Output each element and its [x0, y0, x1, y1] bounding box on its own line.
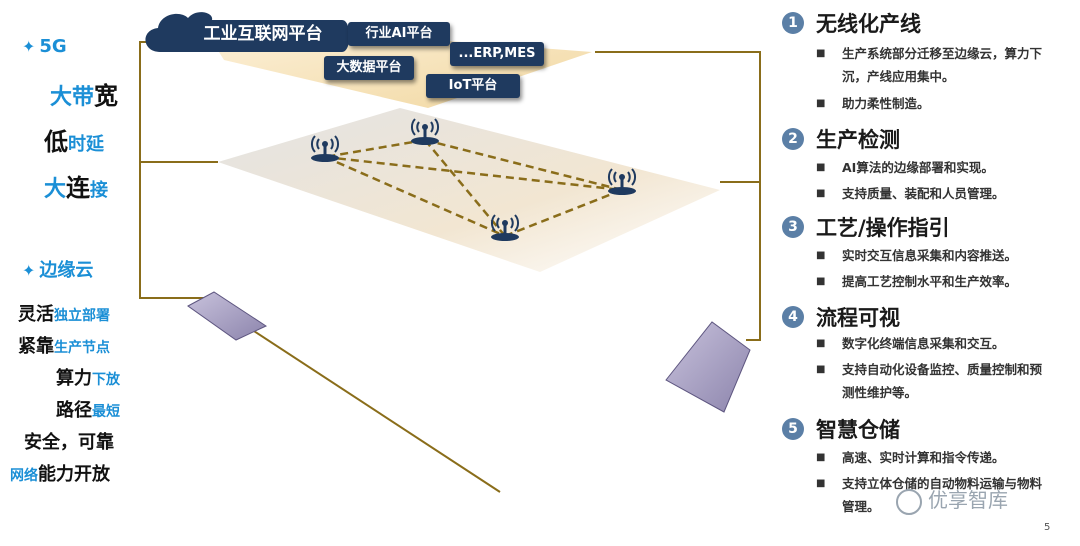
bullet-item: ■支持立体仓储的自动物料运输与物料管理。 [816, 476, 1043, 514]
sparkle-icon: ✦ [22, 37, 36, 56]
platform-box-ai: 行业AI平台 [348, 22, 450, 46]
edge-device-icon [665, 321, 751, 413]
section-title: 无线化产线 [816, 12, 921, 36]
bullet-item: ■支持自动化设备监控、质量控制和预测性维护等。 [816, 362, 1043, 400]
feature-bandwidth: 大带宽 [50, 82, 119, 110]
antenna-icon [491, 214, 519, 241]
watermark: 优享智库 [896, 484, 1008, 515]
feature-latency: 低时延 [44, 128, 104, 156]
cloud-title: 工业互联网平台 [203, 24, 323, 44]
edge-feature-security: 安全，可靠 [24, 432, 114, 453]
platform-box-bigdata: 大数据平台 [324, 56, 414, 80]
section-title: 生产检测 [816, 128, 900, 152]
section-title: 智慧仓储 [816, 418, 900, 442]
section-edge-heading: ✦边缘云 [22, 260, 94, 281]
platform-box-iot: IoT平台 [426, 74, 520, 98]
number-badge: 1 [782, 12, 804, 34]
platform-box-erp: ...ERP,MES [450, 42, 544, 66]
number-badge: 4 [782, 306, 804, 328]
antenna-icon [411, 118, 439, 145]
edge-feature-open: 网络能力开放 [10, 464, 110, 485]
section-title: 工艺/操作指引 [816, 216, 950, 240]
edge-feature-near: 紧靠生产节点 [18, 336, 110, 357]
edge-feature-flexible: 灵活独立部署 [18, 304, 110, 325]
frame-lines [139, 41, 761, 493]
sparkle-icon: ✦ [22, 261, 36, 280]
bullet-item: ■生产系统部分迁移至边缘云，算力下沉，产线应用集中。 [816, 46, 1043, 84]
section-5g-heading: ✦5G [22, 36, 67, 57]
edge-feature-compute: 算力下放 [56, 368, 120, 389]
edge-device-icon [187, 291, 268, 341]
cloud-icon [145, 12, 350, 53]
section-title: 流程可视 [816, 306, 900, 330]
number-badge: 5 [782, 418, 804, 440]
feature-connection: 大连接 [44, 174, 109, 202]
page-number: 5 [1044, 522, 1051, 533]
antenna-icon [608, 168, 636, 195]
edge-feature-path: 路径最短 [56, 400, 120, 421]
network-plane [218, 108, 720, 272]
number-badge: 2 [782, 128, 804, 150]
wechat-icon [896, 488, 922, 515]
number-badge: 3 [782, 216, 804, 238]
antenna-icon [311, 135, 339, 162]
